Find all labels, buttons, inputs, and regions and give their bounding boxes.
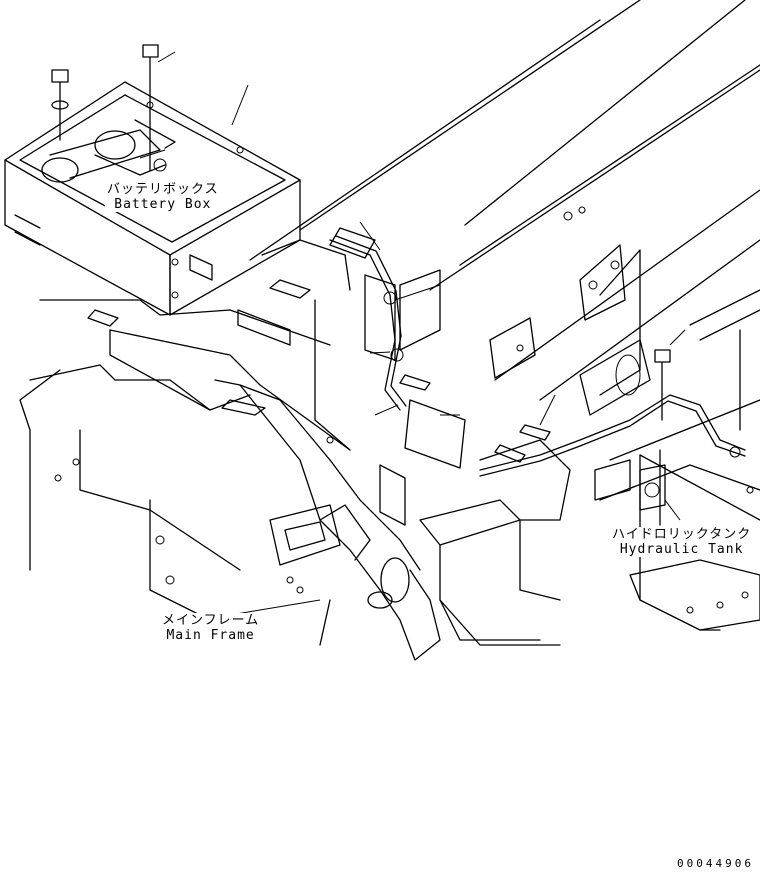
hydraulic-tank-label: ハイドロリックタンク Hydraulic Tank: [610, 527, 754, 557]
hydraulic-tank-label-en: Hydraulic Tank: [610, 542, 754, 557]
hydraulic-tank-label-jp: ハイドロリックタンク: [610, 527, 754, 542]
hydraulic-tank: [594, 289, 760, 631]
battery-box-label: バッテリボックス Battery Box: [105, 182, 221, 212]
battery-box-label-en: Battery Box: [105, 197, 221, 212]
cable-harness: [329, 221, 746, 477]
upper-frame-rails: [249, 0, 760, 416]
main-frame-label-en: Main Frame: [160, 628, 262, 643]
battery-box-label-jp: バッテリボックス: [105, 182, 221, 197]
main-frame: [19, 239, 571, 661]
battery-box: [4, 44, 301, 316]
document-number: 00044906: [677, 857, 754, 870]
main-frame-label-jp: メインフレーム: [160, 613, 262, 628]
main-frame-label: メインフレーム Main Frame: [160, 613, 262, 643]
leader-lines: [139, 149, 681, 616]
